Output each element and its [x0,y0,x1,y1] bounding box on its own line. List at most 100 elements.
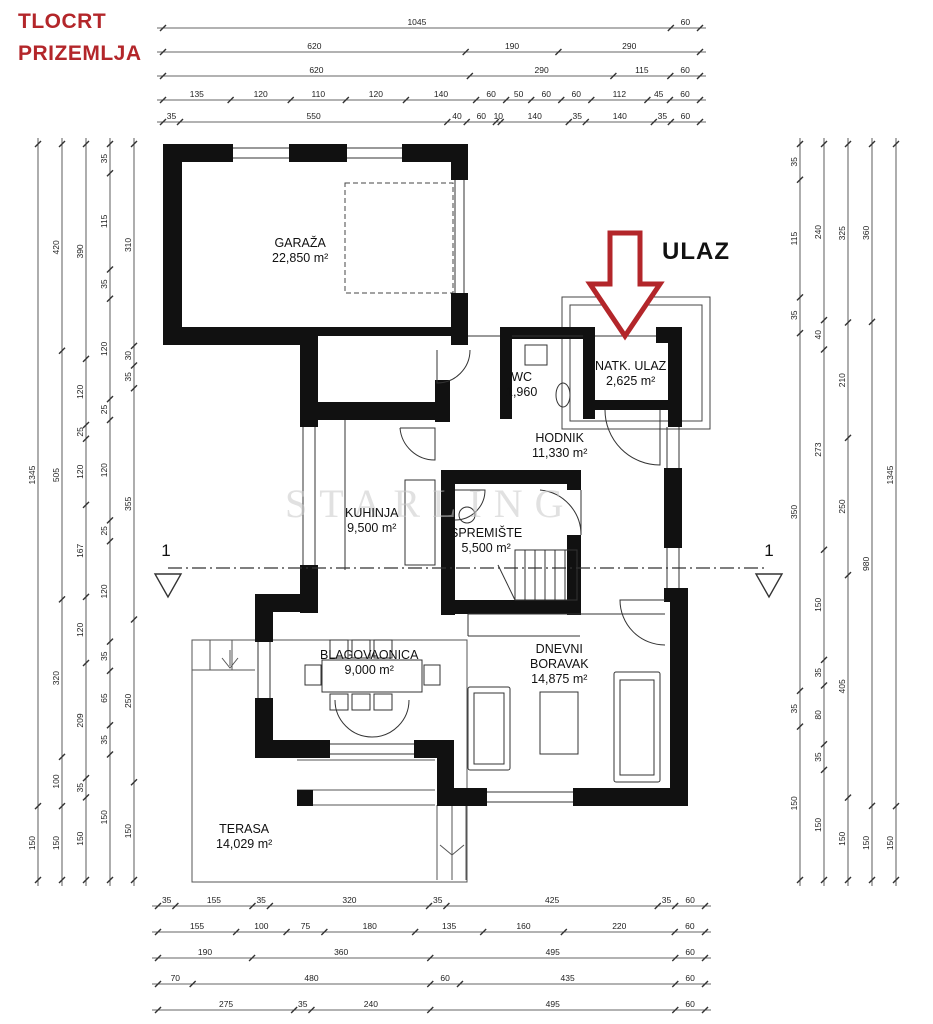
dimension-label: 65 [99,693,109,703]
plan-title-line-1: TLOCRT [18,10,107,33]
dimension-label: 110 [312,89,326,99]
dimension-label: 75 [301,921,311,931]
dimension-label: 115 [635,65,649,75]
dimension-label: 35 [662,895,672,905]
room-dining: BLAGOVAONICA 9,000 m² [320,648,418,678]
dimension-label: 100 [254,921,268,931]
dimension-label: 100 [51,774,61,788]
dimension-label: 35 [167,111,177,121]
dimension-label: 155 [190,921,204,931]
dimension-label: 60 [681,17,691,27]
walls [163,144,688,806]
room-area: 5,500 m² [461,541,511,555]
dimension-label: 425 [545,895,559,905]
dimension-label: 550 [307,111,321,121]
room-area: 11,330 m² [532,446,588,460]
room-area: 2,625 m² [605,374,656,388]
dimension-label: 120 [99,463,109,477]
dimension-label: 155 [207,895,221,905]
dimension-label: 355 [123,496,133,510]
dimension-chains-left: 1345150420505320100150390120251201671202… [27,138,138,886]
room-wc: WC 1,960 [506,370,537,400]
dimension-label: 40 [813,330,823,340]
dimension-label: 275 [219,999,233,1009]
dimension-label: 120 [369,89,383,99]
dimension-label: 209 [75,713,85,727]
garage-door-swing [344,182,454,294]
dimension-label: 60 [685,973,695,983]
dimension-label: 350 [789,505,799,519]
dimension-label: 150 [885,836,895,850]
dimension-label: 390 [75,244,85,258]
dimension-label: 320 [51,671,61,685]
room-living: DNEVNI BORAVAK 14,875 m² [530,642,589,687]
dimension-label: 160 [516,921,530,931]
dimension-label: 120 [99,584,109,598]
room-garage: GARAŽA 22,850 m² [272,236,328,266]
dimension-label: 120 [75,385,85,399]
dimension-label: 405 [837,679,847,693]
room-name: NATK. ULAZ [595,359,667,373]
dimension-label: 495 [546,947,560,957]
dimension-label: 50 [514,89,524,99]
dimension-label: 40 [452,111,462,121]
dimension-label: 45 [654,89,664,99]
dimension-label: 505 [51,468,61,482]
dimension-label: 140 [613,111,627,121]
dimension-label: 70 [171,973,181,983]
dimension-label: 120 [75,623,85,637]
dimension-label: 35 [658,111,668,121]
room-name: SPREMIŠTE [450,526,523,540]
dimension-label: 35 [789,310,799,320]
dimension-label: 35 [573,111,583,121]
room-hall: HODNIK 11,330 m² [532,431,587,461]
dimension-label: 240 [364,999,378,1009]
dimension-label: 25 [99,526,109,536]
dimension-label: 35 [99,651,109,661]
dimension-label: 180 [363,921,377,931]
room-name-2: BORAVAK [530,657,589,671]
dimension-label: 25 [99,405,109,415]
dimension-label: 35 [789,157,799,167]
room-area: 9,500 m² [347,521,397,535]
dimension-label: 250 [837,499,847,513]
dimension-label: 35 [99,735,109,745]
dimension-label: 310 [123,238,133,252]
dimension-label: 190 [198,947,212,957]
dimension-label: 10 [494,111,504,121]
section-marker-left: 1 [161,541,170,560]
dimension-label: 1345 [27,465,37,484]
dimension-chains-right: 3511535350351502404027315035803515032521… [789,138,900,886]
plan-title-line-2: PRIZEMLJA [18,42,142,65]
dimension-label: 140 [434,89,448,99]
room-name: DNEVNI [535,642,583,656]
dimension-label: 60 [685,921,695,931]
room-storage: SPREMIŠTE 5,500 m² [450,526,522,556]
dimension-label: 150 [51,836,61,850]
room-name: GARAŽA [274,236,326,250]
dimension-label: 290 [622,41,636,51]
section-marker-right: 1 [764,541,773,560]
dimension-label: 35 [789,704,799,714]
dimension-label: 60 [440,973,450,983]
dimension-label: 60 [477,111,487,121]
dimension-label: 35 [256,895,266,905]
dimension-label: 35 [123,372,133,382]
dimension-label: 35 [298,999,308,1009]
dimension-label: 1345 [885,465,895,484]
dimension-label: 140 [528,111,542,121]
dimension-label: 25 [75,427,85,437]
dimension-label: 167 [75,543,85,557]
dimension-label: 1045 [407,17,426,27]
dimension-label: 120 [99,342,109,356]
room-area: 9,000 m² [344,663,394,677]
dimension-label: 620 [309,65,323,75]
dimension-label: 150 [123,824,133,838]
dimension-label: 290 [535,65,549,75]
dimension-label: 60 [685,947,695,957]
dimension-label: 250 [123,694,133,708]
dimension-label: 273 [813,442,823,456]
